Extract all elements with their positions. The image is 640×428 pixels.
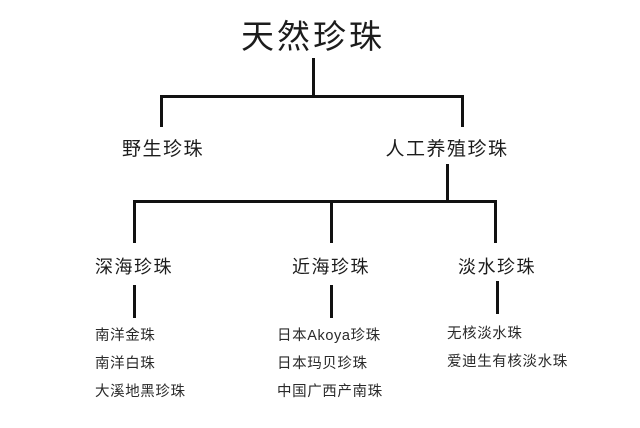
leaf-column-nearshore: 日本Akoya珍珠 日本玛贝珍珠 中国广西产南珠 bbox=[277, 322, 383, 406]
connector-level3-drop-freshwater bbox=[494, 200, 497, 243]
list-item: 无核淡水珠 bbox=[447, 326, 523, 342]
level2-node-cultured-pearl: 人工养殖珍珠 bbox=[385, 139, 509, 160]
level3-node-deepsea-pearl: 深海珍珠 bbox=[95, 257, 173, 277]
connector-root-stem bbox=[312, 58, 315, 96]
connector-leaf-stem-nearshore bbox=[330, 285, 333, 318]
root-node-label: 天然珍珠 bbox=[241, 18, 385, 55]
connector-level3-drop-nearshore bbox=[330, 200, 333, 243]
level3-node-freshwater-pearl: 淡水珍珠 bbox=[458, 257, 536, 277]
connector-leaf-stem-deepsea bbox=[133, 285, 136, 318]
leaf-column-freshwater: 无核淡水珠 爱迪生有核淡水珠 bbox=[447, 320, 568, 376]
list-item: 爱迪生有核淡水珠 bbox=[447, 354, 568, 370]
level2-node-wild-pearl: 野生珍珠 bbox=[121, 139, 205, 160]
list-item: 大溪地黑珍珠 bbox=[95, 384, 186, 400]
level3-node-nearshore-pearl: 近海珍珠 bbox=[292, 257, 370, 277]
connector-level2-drop-left bbox=[160, 95, 163, 127]
list-item: 日本Akoya珍珠 bbox=[277, 328, 381, 344]
leaf-column-deepsea: 南洋金珠 南洋白珠 大溪地黑珍珠 bbox=[95, 322, 186, 406]
connector-level2-bar bbox=[160, 95, 464, 98]
connector-cultured-stem bbox=[446, 164, 449, 201]
list-item: 南洋白珠 bbox=[95, 356, 156, 372]
connector-level3-drop-deepsea bbox=[133, 200, 136, 243]
connector-level3-bar bbox=[133, 200, 497, 203]
list-item: 南洋金珠 bbox=[95, 328, 156, 344]
connector-leaf-stem-freshwater bbox=[496, 281, 499, 314]
list-item: 日本玛贝珍珠 bbox=[277, 356, 368, 372]
list-item: 中国广西产南珠 bbox=[277, 384, 383, 400]
connector-level2-drop-right bbox=[461, 95, 464, 127]
